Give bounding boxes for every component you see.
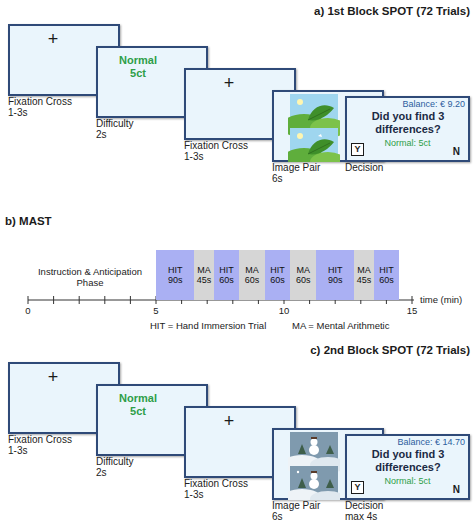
block-label: MA 60s (291, 265, 315, 285)
abbreviation-note: HIT = Hand Immersion Trial (150, 320, 280, 331)
ma-block: MA 45s (354, 250, 373, 300)
panel-heading: c) 2nd Block SPOT (72 Trials) (250, 343, 470, 357)
screen-caption: Difficulty 2s (96, 118, 140, 140)
difficulty-cue: Normal 5ct (116, 54, 160, 80)
screen-caption: Image Pair 6s (272, 162, 326, 184)
screen-caption: Fixation Cross 1-3s (184, 140, 254, 162)
ma-block: MA 45s (194, 250, 213, 300)
response-key-label: N (453, 146, 460, 157)
response-key: Y (351, 143, 364, 156)
block-label: HIT 60s (214, 265, 238, 285)
block-label: MA 45s (352, 265, 376, 285)
screen-caption: Fixation Cross 1-3s (8, 96, 78, 118)
hit-block: HIT 90s (316, 250, 354, 300)
fixation-cross: + (10, 29, 96, 49)
screen-caption: Decision max 4s (345, 500, 395, 522)
screen-caption: Decision (345, 162, 395, 173)
question-text: Did you find 3 differences? (352, 110, 464, 136)
hit-block: HIT 90s (156, 250, 194, 300)
fixation-cross: + (186, 73, 272, 93)
fixation-cross: + (186, 411, 272, 431)
response-key: Y (351, 481, 364, 494)
ma-block: MA 60s (239, 250, 265, 300)
phase-label: Instruction & Anticipation Phase (28, 266, 152, 288)
axis-tick-label: 15 (402, 305, 422, 316)
screen-caption: Image Pair 6s (272, 500, 326, 522)
ma-block: MA 60s (290, 250, 316, 300)
block-label: HIT 90s (163, 265, 187, 285)
block-label: HIT 60s (374, 265, 398, 285)
hit-block: HIT 60s (265, 250, 291, 300)
axis-tick-label: 0 (18, 305, 38, 316)
fixation-cross: + (10, 367, 96, 387)
panel-heading: b) MAST (5, 214, 125, 228)
axis-title: time (min) (420, 294, 474, 305)
abbreviation-note: MA = Mental Arithmetic (292, 320, 412, 331)
decision-screen: Balance: € 14.70Did you find 3 differenc… (345, 434, 470, 500)
reward-text: Normal: 5ct (347, 476, 468, 486)
axis-tick-label: 5 (146, 305, 166, 316)
block-label: HIT 60s (266, 265, 290, 285)
balance-text: Balance: € 14.70 (397, 437, 465, 447)
response-key-label: Y (352, 144, 363, 155)
response-key-label: N (453, 484, 460, 495)
hit-block: HIT 60s (374, 250, 400, 300)
difficulty-cue: Normal 5ct (116, 392, 160, 418)
block-label: MA 45s (192, 265, 216, 285)
axis-tick-label: 10 (274, 305, 294, 316)
hit-block: HIT 60s (214, 250, 240, 300)
decision-screen: Balance: € 9.20Did you find 3 difference… (345, 96, 470, 162)
screen-caption: Difficulty 2s (96, 456, 140, 478)
balance-text: Balance: € 9.20 (402, 99, 465, 109)
screen-caption: Fixation Cross 1-3s (184, 478, 254, 500)
response-key-label: Y (352, 482, 363, 493)
reward-text: Normal: 5ct (347, 138, 468, 148)
image-pair-illustration (288, 430, 340, 500)
block-label: MA 60s (240, 265, 264, 285)
screen-caption: Fixation Cross 1-3s (8, 434, 78, 456)
image-pair-illustration (288, 92, 340, 162)
panel-heading: a) 1st Block SPOT (72 Trials) (250, 4, 470, 18)
block-label: HIT 90s (323, 265, 347, 285)
question-text: Did you find 3 differences? (352, 448, 464, 474)
